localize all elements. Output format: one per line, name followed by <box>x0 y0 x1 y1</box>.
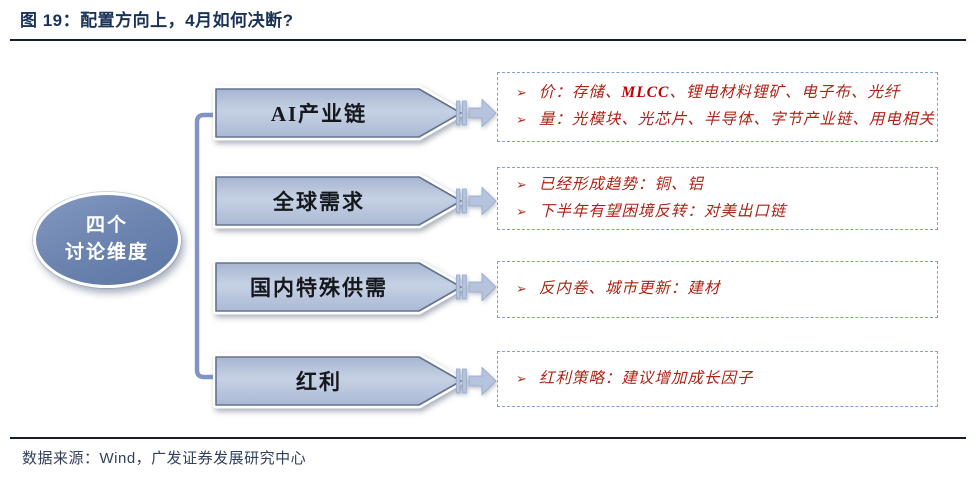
flow-arrow-shape: 国内特殊供需 <box>213 259 465 315</box>
detail-box: ➢ 价：存储、MLCC、锂电材料锂矿、电子布、光纤 ➢ 量：光模块、光芯片、半导体、字… <box>497 72 938 142</box>
detail-point: ➢ 红利策略：建议增加成长因子 <box>516 366 929 393</box>
hub-label-line1: 四个 <box>85 215 128 237</box>
bottom-divider <box>10 437 966 439</box>
hub-label-line2: 讨论维度 <box>64 242 149 263</box>
detail-point-text: 价：存储、MLCC、锂电材料锂矿、电子布、光纤 <box>538 84 901 101</box>
detail-point: ➢ 价：存储、MLCC、锂电材料锂矿、电子布、光纤 <box>516 80 929 107</box>
striped-right-arrow-icon <box>456 366 497 396</box>
flow-arrow-label: 红利 <box>296 370 342 394</box>
arrowhead-bullet-icon: ➢ <box>516 371 527 387</box>
arrowhead-bullet-icon: ➢ <box>516 204 527 220</box>
flow-arrow-label: 国内特殊供需 <box>250 276 388 300</box>
striped-right-arrow-icon <box>456 272 497 302</box>
detail-point: ➢ 反内卷、城市更新：建材 <box>516 276 929 303</box>
detail-point-text: 下半年有望困境反转：对美出口链 <box>538 202 787 220</box>
flow-arrow-label: 全球需求 <box>273 190 365 214</box>
detail-box: ➢ 已经形成趋势：铜、铝 ➢ 下半年有望困境反转：对美出口链 <box>497 167 938 230</box>
detail-point-text: 反内卷、城市更新：建材 <box>538 280 721 297</box>
detail-point-text: 已经形成趋势：铜、铝 <box>538 175 704 193</box>
flow-arrow-icon <box>213 173 465 229</box>
detail-point-text: 量：光模块、光芯片、半导体、字节产业链、用电相关 <box>538 111 935 128</box>
detail-box: ➢ 红利策略：建议增加成长因子 <box>497 351 938 407</box>
flow-arrow-icon <box>213 259 465 315</box>
arrowhead-bullet-icon: ➢ <box>516 86 527 101</box>
hub-ellipse: 四个 讨论维度 <box>33 192 181 288</box>
top-divider <box>10 39 966 41</box>
flow-arrow-icon <box>213 85 465 141</box>
detail-point: ➢ 已经形成趋势：铜、铝 <box>516 172 929 199</box>
detail-point: ➢ 下半年有望困境反转：对美出口链 <box>516 199 929 226</box>
figure-title: 图 19：配置方向上，4月如何决断? <box>20 11 294 30</box>
detail-box: ➢ 反内卷、城市更新：建材 <box>497 261 938 318</box>
bracket-connector <box>194 112 223 380</box>
flow-arrow-shape: 全球需求 <box>213 173 465 229</box>
detail-point-text: 红利策略：建议增加成长因子 <box>538 369 754 387</box>
data-source-note: 数据来源：Wind，广发证券发展研究中心 <box>22 450 307 467</box>
arrowhead-bullet-icon: ➢ <box>516 177 527 193</box>
detail-point: ➢ 量：光模块、光芯片、半导体、字节产业链、用电相关 <box>516 107 934 134</box>
flow-arrow-icon <box>213 353 465 409</box>
arrowhead-bullet-icon: ➢ <box>516 282 527 297</box>
flow-arrow-shape: AI产业链 <box>213 85 465 141</box>
flow-arrow-shape: 红利 <box>213 353 465 409</box>
arrowhead-bullet-icon: ➢ <box>516 113 527 128</box>
striped-right-arrow-icon <box>456 98 497 128</box>
striped-right-arrow-icon <box>456 186 497 216</box>
flow-arrow-label: AI产业链 <box>270 102 368 126</box>
